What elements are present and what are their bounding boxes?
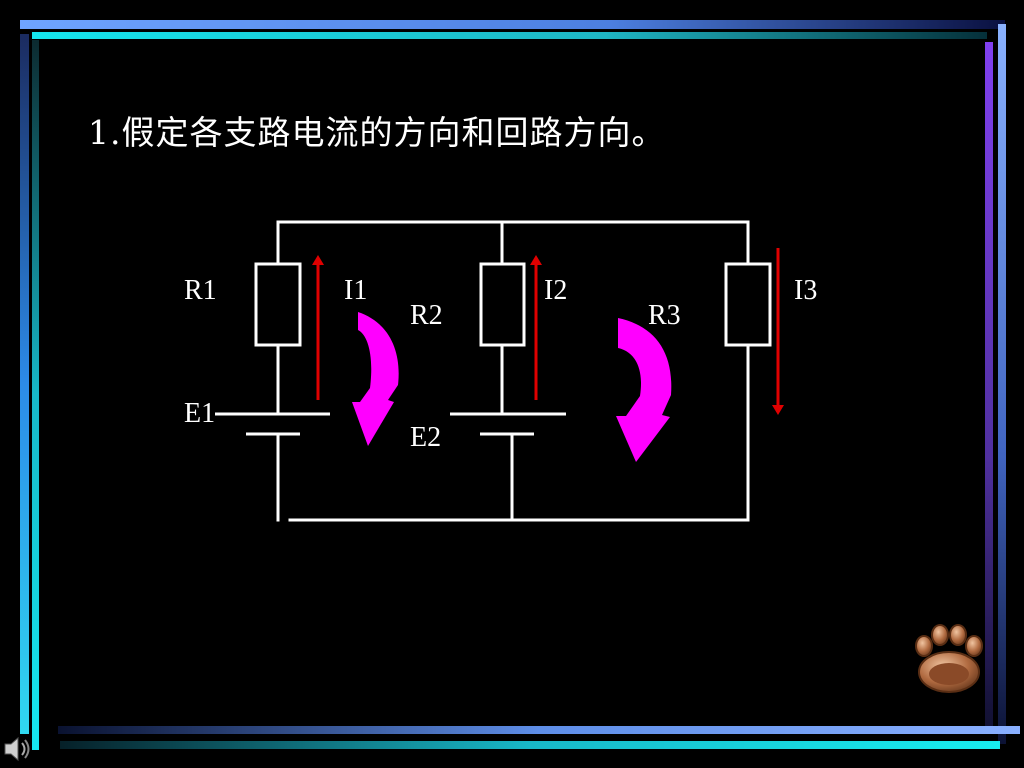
frame-bottom-bar-inner (60, 741, 1000, 749)
battery-e1 (215, 412, 330, 436)
frame-bottom-bar (58, 726, 1020, 734)
frame-top-bar (20, 20, 1005, 29)
label-r3: R3 (648, 300, 681, 331)
loop-arrow-left (352, 312, 399, 446)
frame-right-bar-inner (985, 42, 993, 732)
resistor-r2 (479, 262, 526, 347)
frame-left-bar (20, 34, 29, 734)
circuit-wires (276, 220, 750, 522)
label-e1: E1 (184, 398, 215, 429)
label-i2: I2 (544, 275, 567, 306)
frame-right-bar (998, 24, 1006, 744)
loop-arrow-right (616, 318, 672, 462)
resistor-r3 (724, 262, 772, 347)
label-i1: I1 (344, 275, 367, 306)
label-e2: E2 (410, 422, 441, 453)
label-r1: R1 (184, 275, 217, 306)
frame-left-bar-inner (32, 40, 39, 750)
label-r2: R2 (410, 300, 443, 331)
speaker-icon[interactable] (2, 734, 34, 764)
battery-e2 (450, 412, 566, 436)
label-i3: I3 (794, 275, 817, 306)
resistor-r1 (254, 262, 302, 347)
frame-top-bar-inner (32, 32, 987, 39)
slide-title: 1.假定各支路电流的方向和回路方向。 (88, 113, 666, 152)
paw-icon[interactable] (912, 622, 986, 694)
